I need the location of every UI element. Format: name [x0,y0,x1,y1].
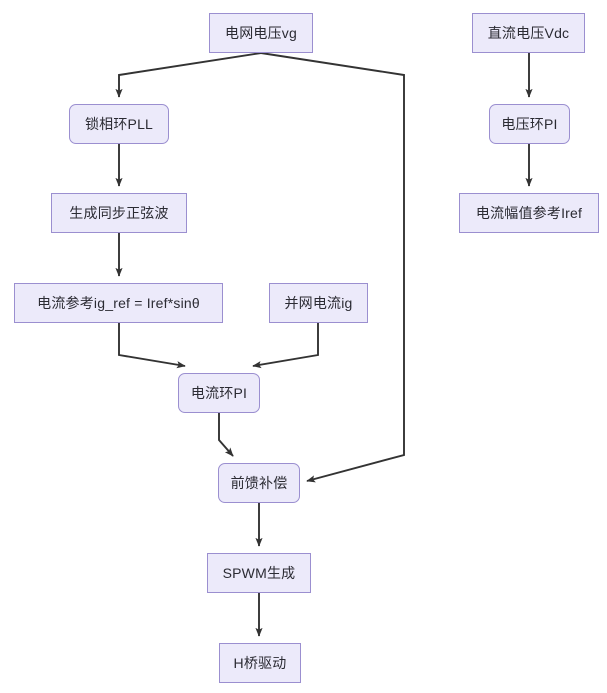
node-label-spwm: SPWM生成 [222,565,296,581]
node-pll[interactable]: 锁相环PLL [69,104,169,144]
node-vdc[interactable]: 直流电压Vdc [472,13,585,53]
node-vg[interactable]: 电网电压vg [209,13,313,53]
edge-ig_ref-to-cur_pi [118,323,186,369]
node-ff_comp[interactable]: 前馈补偿 [218,463,300,503]
node-hbridge[interactable]: H桥驱动 [219,643,301,683]
node-spwm[interactable]: SPWM生成 [207,553,311,593]
node-iref_amp[interactable]: 电流幅值参考Iref [459,193,599,233]
edge-vg-to-ff_comp [260,52,405,483]
node-label-pll: 锁相环PLL [84,116,154,132]
edge-cur_pi-to-ff_comp [218,413,234,457]
edge-ig-to-cur_pi [252,323,319,369]
node-label-vg: 电网电压vg [225,25,297,41]
node-label-ig: 并网电流ig [284,295,353,311]
node-volt_pi[interactable]: 电压环PI [489,104,570,144]
node-label-volt_pi: 电压环PI [501,116,558,132]
node-label-ff_comp: 前馈补偿 [230,475,288,491]
edge-vg-to-pll [115,52,262,98]
edge-group [115,52,533,637]
node-ig_ref[interactable]: 电流参考ig_ref = Iref*sinθ [14,283,223,323]
node-sine[interactable]: 生成同步正弦波 [51,193,187,233]
node-cur_pi[interactable]: 电流环PI [178,373,260,413]
node-label-cur_pi: 电流环PI [190,385,248,401]
node-ig[interactable]: 并网电流ig [269,283,368,323]
node-label-sine: 生成同步正弦波 [69,205,169,221]
node-label-vdc: 直流电压Vdc [487,25,570,41]
node-label-ig_ref: 电流参考ig_ref = Iref*sinθ [37,295,200,311]
node-label-hbridge: H桥驱动 [233,655,287,671]
node-label-iref_amp: 电流幅值参考Iref [475,205,583,221]
